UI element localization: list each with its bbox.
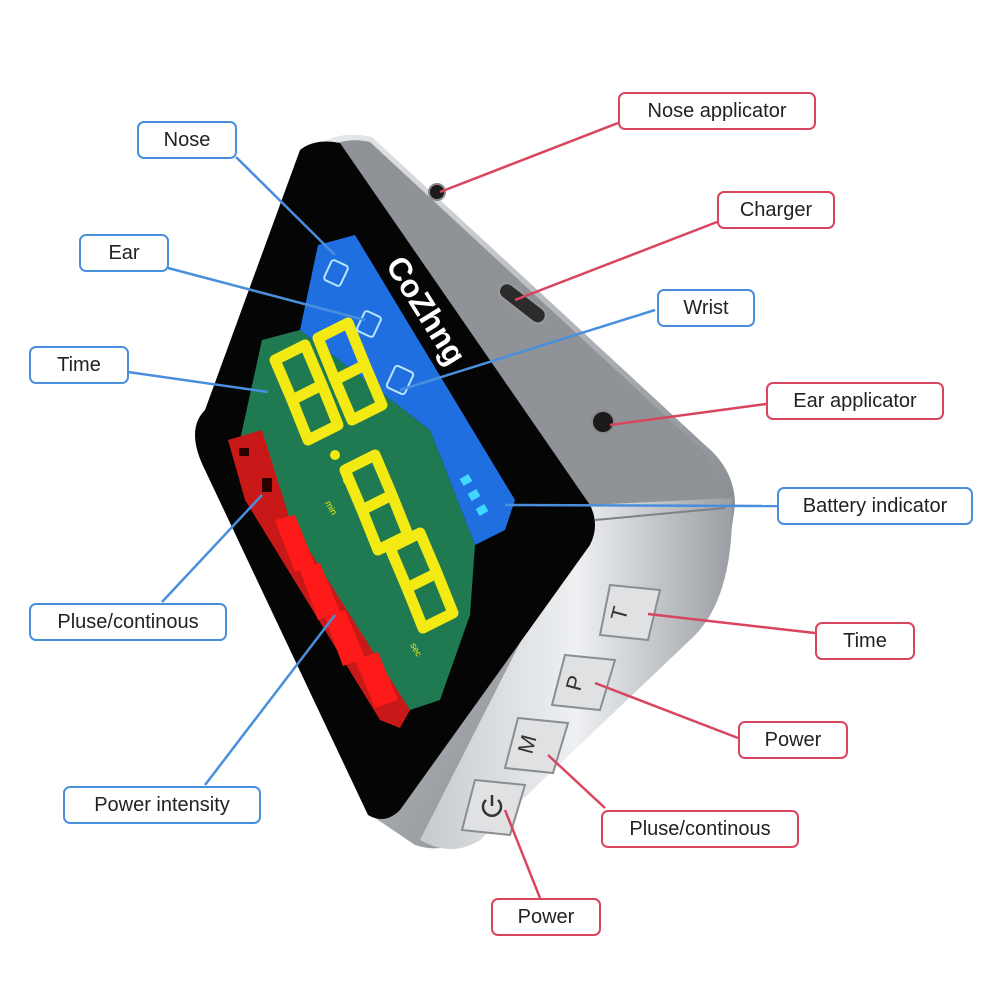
button-p[interactable] (550, 653, 617, 712)
label-nose-applicator: Nose applicator (618, 92, 816, 130)
button-p-label: P (561, 673, 589, 694)
label-power-bottom: Power (491, 898, 601, 936)
label-time-right: Time (815, 622, 915, 660)
label-battery-indicator: Battery indicator (777, 487, 973, 525)
left-callout-lines (127, 156, 779, 786)
button-t-label: T (606, 604, 634, 623)
right-callout-lines (439, 121, 816, 899)
charger-port (498, 282, 547, 325)
label-time-left: Time (29, 346, 129, 384)
button-t[interactable] (598, 583, 662, 642)
time-digits (269, 317, 459, 634)
label-pulse-continuous-right: Pluse/continous (601, 810, 799, 848)
power-icon (481, 795, 503, 817)
battery-indicator-icon (459, 474, 489, 516)
screen-blue-area (300, 235, 515, 545)
label-ear-applicator: Ear applicator (766, 382, 944, 420)
ear-icon (356, 310, 382, 338)
label-power: Power (738, 721, 848, 759)
label-pulse-continuous-left: Pluse/continous (29, 603, 227, 641)
button-group (460, 583, 662, 837)
ear-applicator-port (591, 410, 615, 434)
label-charger: Charger (717, 191, 835, 229)
label-power-intensity: Power intensity (63, 786, 261, 824)
power-intensity-bars (275, 515, 398, 708)
label-nose: Nose (137, 121, 237, 159)
pulse-continuous-icon (239, 448, 272, 492)
nose-icon (323, 259, 349, 287)
label-wrist: Wrist (657, 289, 755, 327)
label-ear: Ear (79, 234, 169, 272)
nose-applicator-port (428, 183, 446, 201)
wrist-icon (385, 364, 415, 396)
